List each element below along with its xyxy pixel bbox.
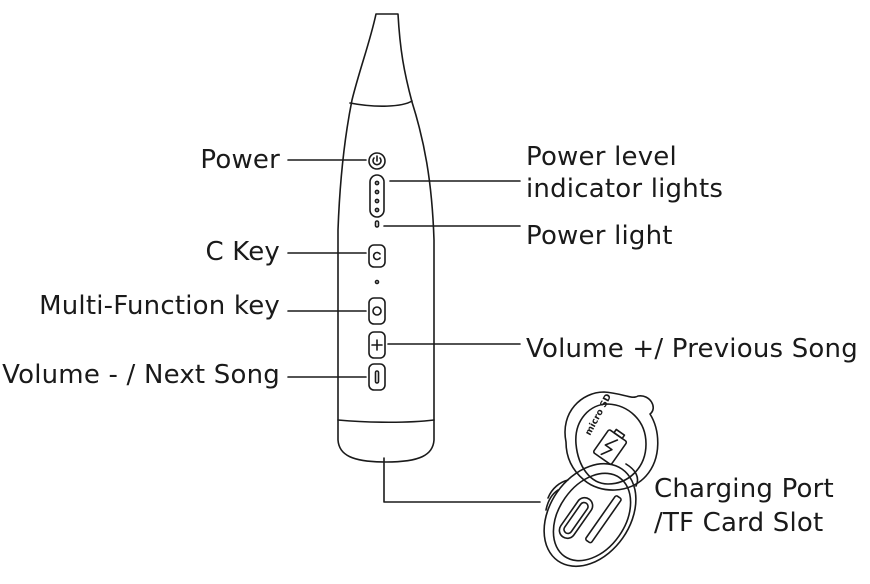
port-housing-inner bbox=[552, 472, 632, 562]
label-power-level-line1: Power level bbox=[526, 142, 677, 172]
port-housing-outer bbox=[543, 462, 637, 568]
plus-icon bbox=[371, 339, 383, 351]
port-lip bbox=[547, 479, 569, 499]
indicator-light-3 bbox=[374, 198, 380, 204]
multi-function-icon bbox=[372, 306, 382, 316]
charging-port-assembly bbox=[543, 391, 659, 568]
port-lip-2 bbox=[545, 489, 559, 511]
indicator-light-1 bbox=[374, 180, 380, 186]
c-key-icon bbox=[372, 251, 381, 261]
label-power-level-line2: indicator lights bbox=[526, 174, 724, 204]
minus-icon bbox=[374, 370, 380, 384]
label-power-light: Power light bbox=[526, 221, 673, 251]
cap-line bbox=[349, 100, 413, 107]
volume-down-key bbox=[368, 363, 386, 391]
label-volume-down: Volume - / Next Song bbox=[2, 360, 280, 390]
label-volume-up: Volume +/ Previous Song bbox=[526, 334, 858, 364]
label-c-key: C Key bbox=[205, 237, 280, 267]
indicator-light-2 bbox=[374, 189, 380, 195]
power-button bbox=[368, 152, 386, 170]
battery-bolt-icon bbox=[592, 428, 628, 465]
indicator-light-4 bbox=[374, 207, 380, 213]
label-charging-line2: /TF Card Slot bbox=[654, 508, 824, 538]
c-key bbox=[368, 244, 386, 268]
power-light bbox=[374, 220, 380, 228]
power-icon bbox=[372, 155, 382, 166]
multi-function-key bbox=[368, 297, 386, 325]
cover-flap bbox=[564, 391, 659, 491]
usb-port bbox=[558, 496, 594, 540]
usb-port-inner bbox=[563, 501, 589, 535]
label-charging-line1: Charging Port bbox=[654, 474, 834, 504]
mic-dot bbox=[374, 279, 380, 285]
bottom-band-line bbox=[337, 419, 435, 424]
label-power: Power bbox=[200, 145, 280, 175]
label-multi-function: Multi-Function key bbox=[39, 291, 280, 321]
cover-inner-edge bbox=[575, 403, 647, 485]
leader-charging bbox=[383, 457, 541, 503]
volume-up-key bbox=[368, 331, 386, 359]
tf-card-slot bbox=[585, 495, 622, 544]
device-body bbox=[337, 13, 435, 463]
indicator-light-bar bbox=[369, 174, 385, 218]
